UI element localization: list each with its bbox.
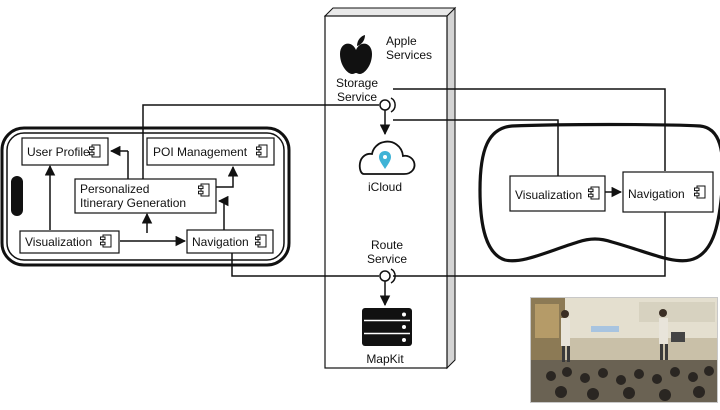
visualization-component[interactable]: Visualization [19,230,120,254]
poi-management-component[interactable]: POI Management [146,137,275,166]
navigation-label: Navigation [192,235,249,249]
headset-visualization-component[interactable]: Visualization [509,175,606,212]
headset-storage-connector [393,88,666,171]
visualization-label: Visualization [25,235,92,249]
navigation-route-connector [231,252,379,277]
headset-navigation-route-connector [393,212,666,277]
headset-navigation-label: Navigation [628,187,685,201]
poi-management-label: POI Management [153,145,248,159]
headset-navigation-component[interactable]: Navigation [622,171,714,213]
apple-logo-icon [340,35,372,74]
user-profile-label: User Profile [27,145,90,159]
user-profile-component[interactable]: User Profile [21,137,109,166]
video-frame [531,298,717,402]
itinerary-storage-connector [142,104,379,179]
headset-visualization-label: Visualization [515,188,582,202]
icloud-label: iCloud [368,180,402,194]
itinerary-to-poi-arrow [216,165,239,188]
navigation-component[interactable]: Navigation [186,229,274,254]
navigation-to-itinerary-arrow [217,195,229,230]
speaker-video-inset[interactable] [530,297,718,403]
mapkit-label: MapKit [366,352,404,366]
server-rack-icon [362,308,412,346]
headset-visualization-storage-connector [393,119,559,176]
location-pin-icon [379,151,391,169]
